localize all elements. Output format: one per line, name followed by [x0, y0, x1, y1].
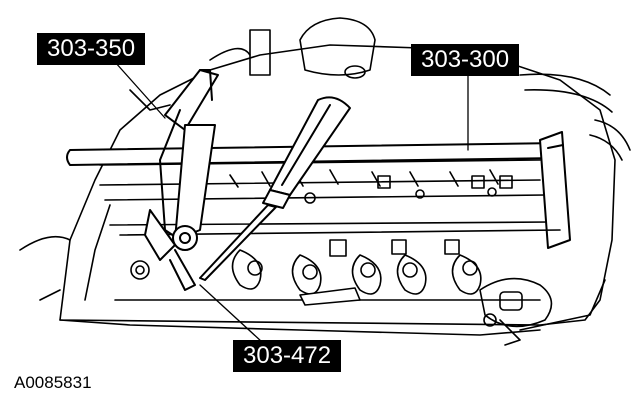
valve-springs — [231, 239, 482, 295]
callout-303-300: 303-300 — [411, 44, 520, 76]
cam-lobes — [229, 169, 513, 189]
figure-id: A0085831 — [14, 373, 92, 392]
callout-303-350: 303-350 — [37, 33, 146, 65]
callout-303-472: 303-472 — [233, 340, 342, 372]
engine-block-outline — [19, 44, 616, 336]
camshaft-cover-row — [99, 159, 551, 226]
leader-303-350 — [114, 61, 166, 119]
leader-lines — [114, 61, 469, 343]
tool-303-472-screwdriver — [199, 96, 351, 281]
top-components — [129, 17, 631, 161]
leader-303-472 — [199, 284, 263, 343]
tool-303-350 — [144, 69, 219, 291]
